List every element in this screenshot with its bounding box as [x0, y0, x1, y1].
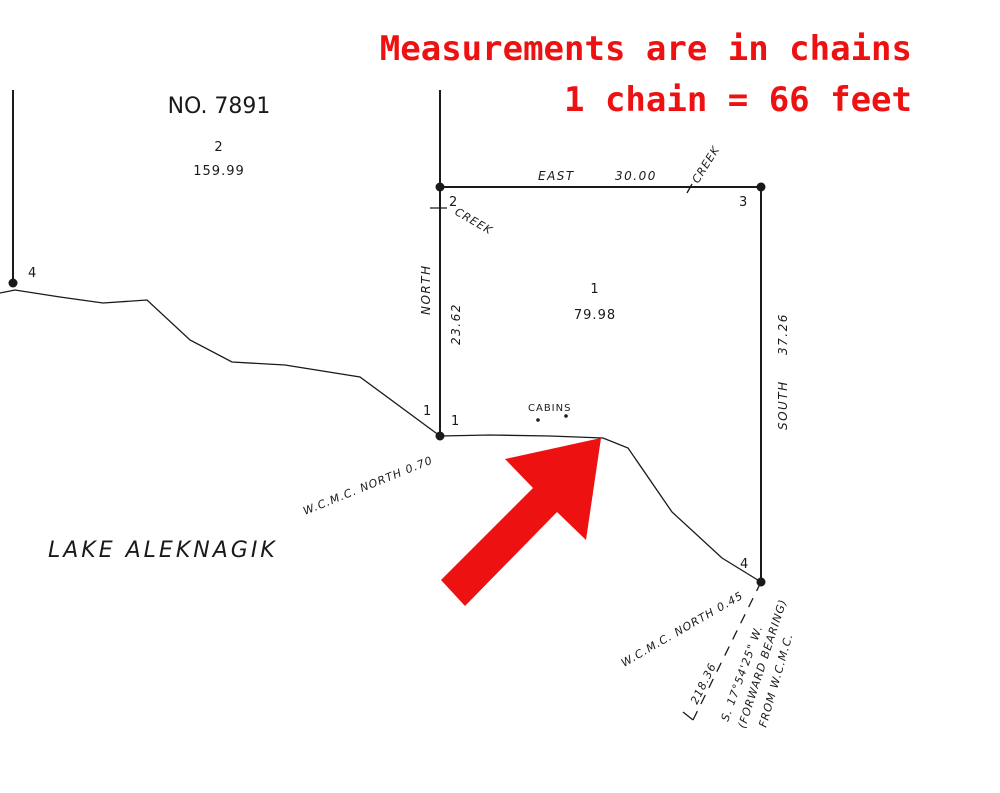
tie-line [692, 581, 762, 721]
corner-label-3: 3 [739, 195, 748, 210]
corner-label-1: 1 [451, 414, 460, 429]
survey-number: NO. 7891 [168, 94, 271, 119]
east-course-label: EAST [538, 169, 575, 183]
corner-label-lot2-4: 4 [28, 266, 37, 281]
corner-label-2: 2 [449, 195, 458, 210]
shoreline [0, 289, 762, 583]
wcmc-label-2: W.C.M.C. NORTH 0.45 [619, 589, 746, 670]
south-course-distance: 37.26 [776, 313, 790, 355]
corner-label-1-left: 1 [423, 404, 432, 419]
wcmc-label-1: W.C.M.C. NORTH 0.70 [301, 454, 435, 518]
lot1-acres: 79.98 [574, 308, 616, 323]
creek-label-east: CREEK [690, 144, 723, 186]
banner-line-2: 1 chain = 66 feet [564, 80, 912, 120]
east-course-distance: 30.00 [615, 169, 657, 183]
corner-marker-2 [435, 182, 445, 192]
lot2-number: 2 [214, 140, 223, 155]
creek-crossing-tick [686, 183, 693, 194]
tie-line-end [682, 711, 694, 721]
north-course-distance: 23.62 [449, 303, 463, 345]
cabin-marker-2 [564, 414, 568, 418]
north-course-label: NORTH [419, 264, 433, 315]
cabins-label: CABINS [528, 403, 571, 414]
creek-label-north: CREEK [453, 205, 495, 237]
lot2-acres: 159.99 [193, 164, 245, 179]
cabin-marker-1 [536, 418, 540, 422]
corner-marker-lot2-4 [8, 278, 18, 288]
south-course-label: SOUTH [776, 380, 790, 430]
lake-name: LAKE ALEKNAGIK [48, 538, 278, 563]
lot1-boundary [439, 186, 762, 582]
red-arrow-pointer [441, 438, 601, 606]
corner-label-4: 4 [740, 557, 749, 572]
corner-marker-1 [435, 431, 445, 441]
banner-line-1: Measurements are in chains [380, 29, 912, 69]
lot1-number: 1 [590, 282, 599, 297]
corner-marker-3 [756, 182, 766, 192]
